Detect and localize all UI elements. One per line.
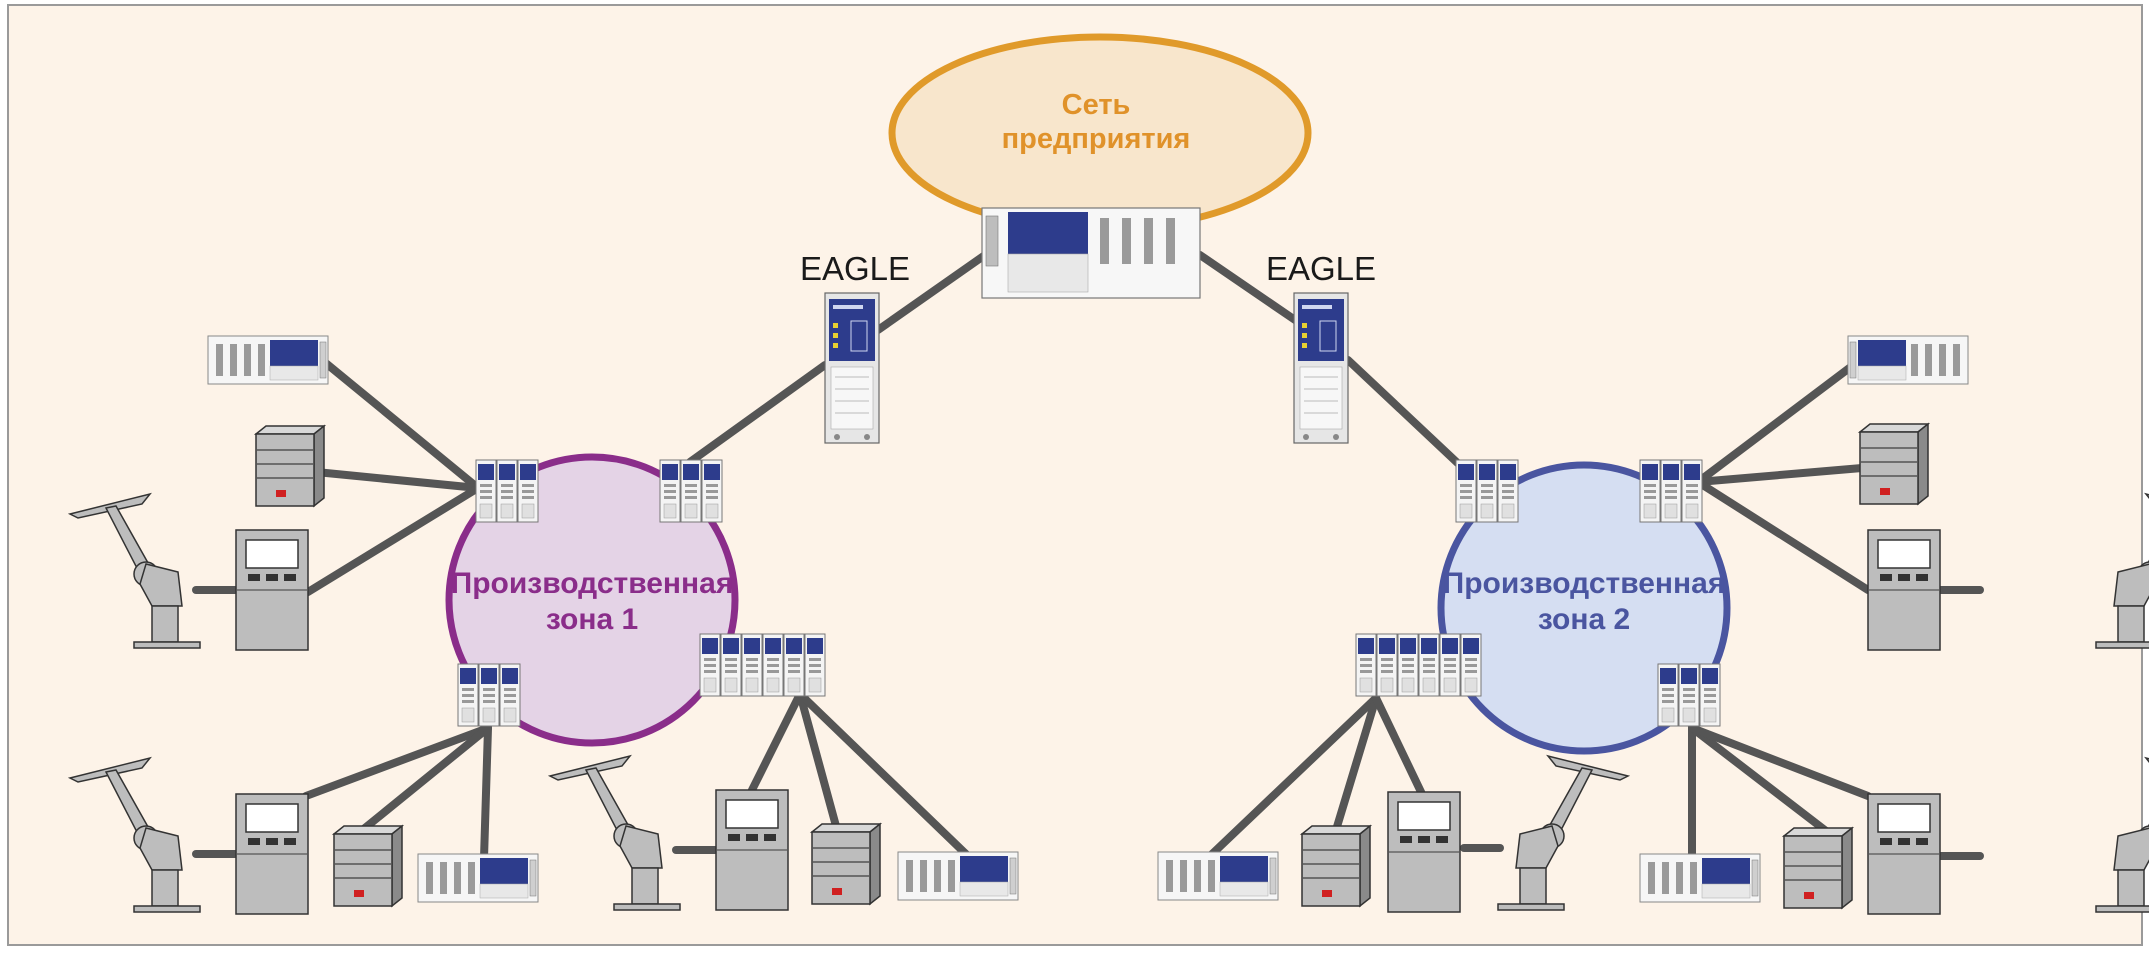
link-z1b-io	[480, 724, 492, 862]
zone2-bottom-terminal-icon	[1387, 791, 1461, 913]
link-z2b-terminal	[1372, 694, 1426, 798]
zone1-switch-left-icon	[475, 459, 539, 523]
zone1-bottom-server-icon	[333, 825, 403, 907]
link-z1-io	[318, 356, 482, 492]
zone1-center-terminal-icon	[715, 789, 789, 911]
link-backbone-eagle-right	[1196, 251, 1302, 326]
zone2-right-io-module-icon	[1639, 853, 1761, 903]
zone2-right-server-icon	[1783, 827, 1853, 909]
zone2-bottom-io-module-icon	[1157, 851, 1279, 901]
zone2-right-terminal-icon	[1867, 793, 1941, 915]
link-z2-server	[1694, 464, 1866, 486]
zone1-bottom-terminal-icon	[235, 793, 309, 915]
zone2-label-line2: зона 2	[1538, 603, 1630, 636]
link-backbone-eagle-left	[874, 251, 989, 334]
network-links	[192, 251, 1984, 862]
backbone-switch-icon	[981, 207, 1201, 299]
link-z2c-server	[1688, 724, 1834, 838]
production-zone-2-circle	[1437, 461, 1731, 755]
link-eagle-right-zone2	[1344, 356, 1469, 474]
eagle-right-firewall-icon	[1293, 292, 1349, 444]
zone1-io-module-icon	[207, 335, 329, 385]
link-eagle-left-zone1	[686, 361, 829, 466]
zone2-label-line1: Производственная	[1443, 567, 1726, 600]
zone2-terminal-icon	[1867, 529, 1941, 651]
eagle-left-firewall-icon	[824, 292, 880, 444]
zone1-server-icon	[255, 425, 325, 507]
link-z1c-server	[796, 690, 840, 830]
enterprise-label-line1: Сеть	[1062, 89, 1131, 121]
zone1-terminal-icon	[235, 529, 309, 651]
link-z1-terminal	[304, 484, 482, 596]
eagle-right-label: EAGLE	[1266, 250, 1376, 287]
link-z2c-terminal	[1688, 724, 1872, 800]
eagle-left-label: EAGLE	[800, 250, 910, 287]
link-z1c-terminal	[748, 690, 804, 794]
zone1-switch-bottom-left-icon	[457, 663, 521, 727]
link-z1-server	[312, 468, 482, 492]
link-z1b-server	[356, 724, 492, 836]
zone1-center-io-module-icon	[897, 851, 1019, 901]
zone1-switch-bottom-right-icon	[699, 633, 826, 697]
zone1-center-server-icon	[811, 823, 881, 905]
link-z2b-io	[1206, 694, 1380, 860]
zone2-bottom-server-icon	[1301, 825, 1371, 907]
link-z2-io	[1694, 356, 1864, 486]
production-zone-1-circle	[445, 453, 739, 747]
zone2-io-module-icon	[1847, 335, 1969, 385]
zone2-switch-bottom-right-icon	[1657, 663, 1721, 727]
link-z1c-io	[796, 690, 972, 860]
zone1-label-line2: зона 1	[546, 603, 638, 636]
link-z1b-terminal	[302, 724, 492, 800]
link-z2-terminal	[1694, 478, 1872, 594]
zone1-bottom-io-module-icon	[417, 853, 539, 903]
enterprise-label-line2: предприятия	[1002, 123, 1191, 155]
zone2-switch-bottom-left-icon	[1355, 633, 1482, 697]
zone2-switch-left-icon	[1455, 459, 1519, 523]
link-z2b-server	[1332, 694, 1380, 834]
zone1-switch-top-icon	[659, 459, 723, 523]
zone2-switch-right-icon	[1639, 459, 1703, 523]
zone2-server-icon	[1859, 423, 1929, 505]
zone1-label-line1: Производственная	[451, 567, 734, 600]
